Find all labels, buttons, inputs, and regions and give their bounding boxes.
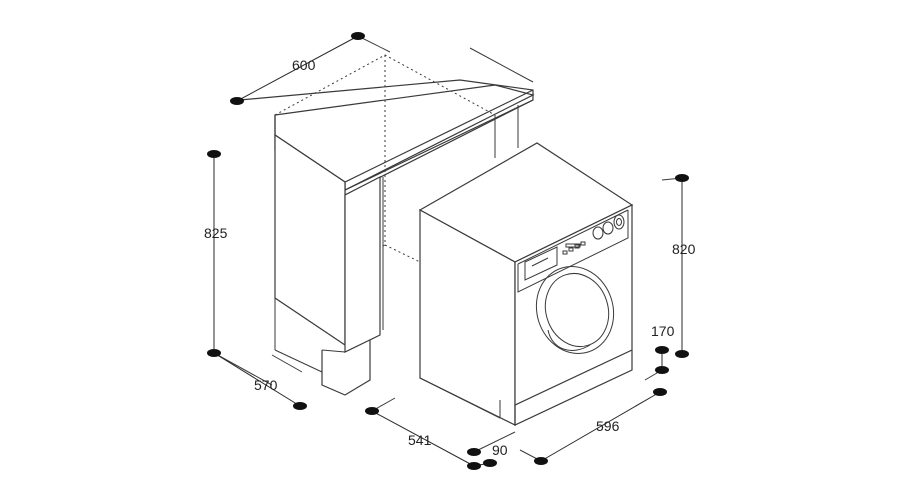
marker-dot-icon xyxy=(655,366,669,374)
marker-dot-icon xyxy=(653,388,667,396)
display-strip xyxy=(565,243,581,248)
cabinet-front-strip xyxy=(344,176,381,353)
knob-icon xyxy=(613,214,625,230)
dim-line-541 xyxy=(371,410,475,467)
marker-dot-icon xyxy=(351,32,365,40)
label-door-offset: 90 xyxy=(492,442,508,458)
marker-dot-icon xyxy=(675,350,689,358)
dim-ext-600-right xyxy=(469,47,534,83)
cabinet-base-line xyxy=(274,349,323,373)
dim-line-570 xyxy=(213,352,301,407)
knob-icon xyxy=(592,226,604,240)
label-plinth-height: 170 xyxy=(651,323,675,339)
kitchen-cabinet xyxy=(239,54,535,396)
control-panel-top xyxy=(517,209,629,265)
door-outer-ring xyxy=(535,266,615,354)
marker-dot-icon xyxy=(483,459,497,467)
marker-dot-icon xyxy=(655,346,669,354)
marker-dot-icon xyxy=(534,457,548,465)
door-glass xyxy=(544,273,610,347)
door-inner-shade xyxy=(547,329,591,351)
machine-plinth xyxy=(514,350,633,426)
label-cabinet-width: 600 xyxy=(292,57,316,73)
control-button-icon xyxy=(562,250,568,255)
label-cabinet-depth: 570 xyxy=(254,377,278,393)
cabinet-bottom-back-right xyxy=(384,244,421,263)
dim-ext-825 xyxy=(213,352,273,386)
dimension-markers xyxy=(207,32,689,470)
label-machine-depth: 541 xyxy=(408,432,432,448)
marker-dot-icon xyxy=(365,407,379,415)
marker-dot-icon xyxy=(467,462,481,470)
control-panel-outline xyxy=(517,210,629,293)
dim-line-596 xyxy=(540,391,661,462)
cabinet-plinth-top xyxy=(321,349,346,353)
drawer-handle xyxy=(531,257,549,267)
marker-dot-icon xyxy=(230,97,244,105)
dim-ext-570 xyxy=(271,354,303,373)
marker-dot-icon xyxy=(467,448,481,456)
control-buttons xyxy=(562,241,586,255)
dim-ext-90 xyxy=(473,431,516,453)
detergent-drawer xyxy=(524,246,558,281)
cabinet-plinth xyxy=(321,340,371,396)
dim-line-600 xyxy=(236,35,359,102)
dim-ext-600 xyxy=(357,35,391,53)
control-button-icon xyxy=(568,247,574,252)
label-machine-height: 820 xyxy=(672,241,696,257)
cabinet-side-panel xyxy=(274,133,346,347)
marker-dot-icon xyxy=(207,349,221,357)
knob-icon xyxy=(602,221,614,235)
marker-dot-icon xyxy=(293,402,307,410)
marker-dot-icon xyxy=(675,174,689,182)
dimension-labels: 600 825 570 541 90 596 820 170 xyxy=(204,57,696,458)
marker-dot-icon xyxy=(207,150,221,158)
label-cabinet-height: 825 xyxy=(204,225,228,241)
knob-center-icon xyxy=(616,218,622,226)
label-machine-width: 596 xyxy=(596,418,620,434)
machine-side-bottom xyxy=(419,377,501,419)
control-button-icon xyxy=(580,241,586,246)
washing-machine xyxy=(418,142,634,426)
